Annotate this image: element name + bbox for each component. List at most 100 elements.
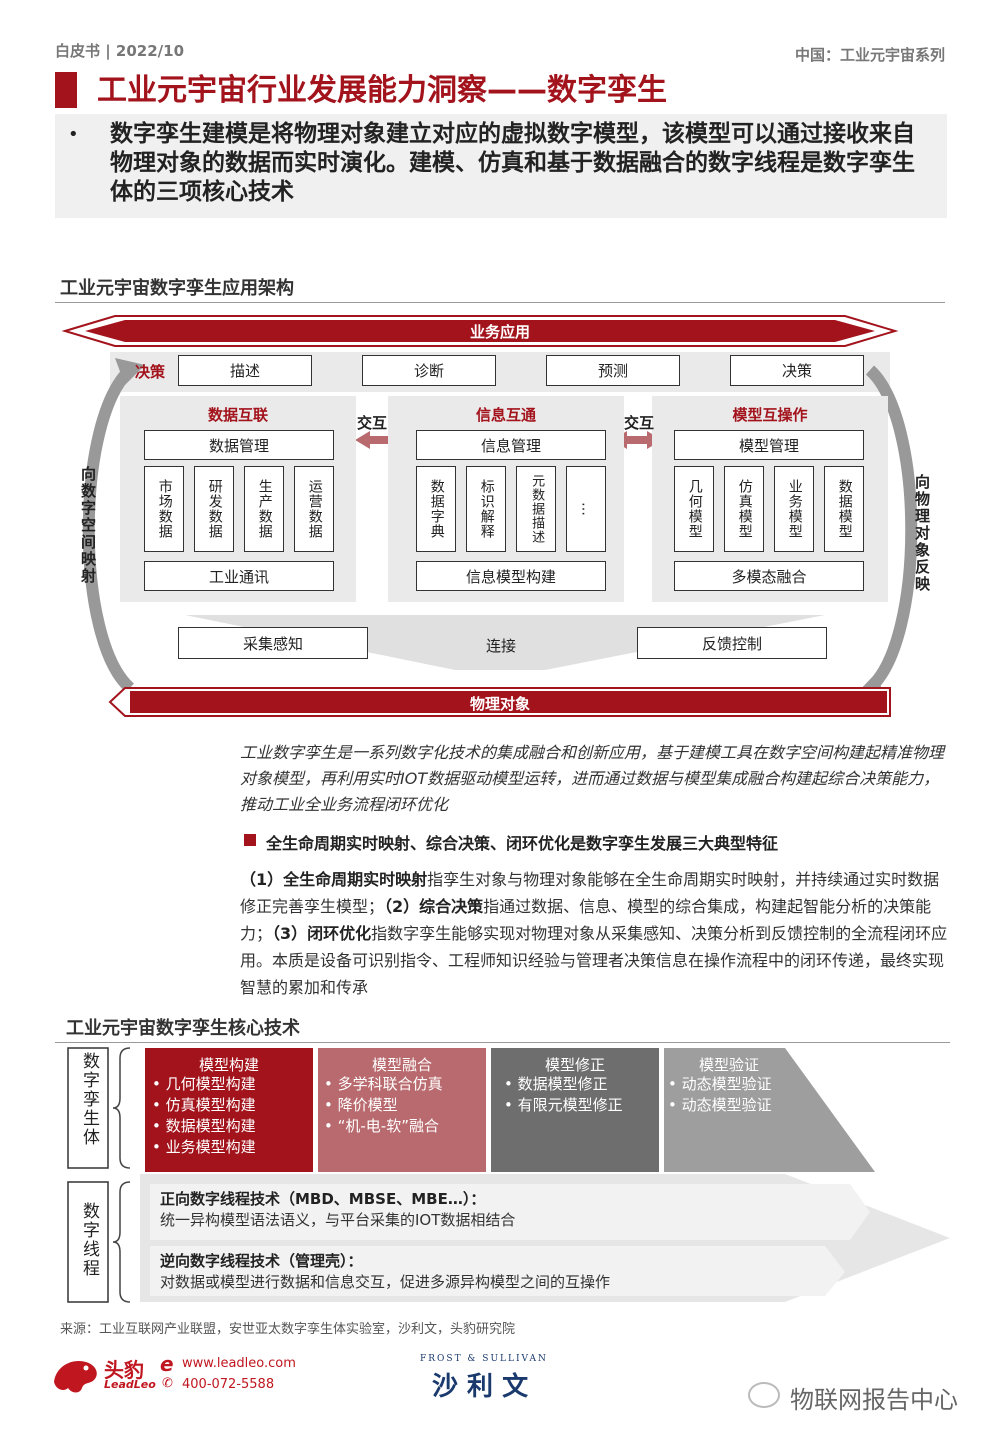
fs-cn: 沙 利 文 bbox=[432, 1372, 529, 1402]
column-list: 多学科联合仿真 降价模型 “机-电-软”融合 bbox=[324, 1074, 443, 1137]
leadleo-leopard-icon bbox=[54, 1360, 97, 1393]
data-management-box: 数据管理 bbox=[144, 430, 334, 460]
feature-marker bbox=[244, 834, 256, 846]
header-right: 中国：工业元宇宙系列 bbox=[794, 46, 945, 64]
column-head: 模型修正 bbox=[544, 1056, 605, 1074]
feature-1-head: （1）全生命周期实时映射 bbox=[240, 870, 428, 889]
twin-label: 数字孪生体 bbox=[79, 1052, 99, 1147]
column-list: 动态模型验证 动态模型验证 bbox=[668, 1074, 772, 1116]
industrial-comm-box: 工业通讯 bbox=[144, 561, 334, 591]
column-item: 业务模型构建 bbox=[152, 1137, 256, 1158]
thread-title: 逆向数字线程技术（管理壳）： bbox=[160, 1252, 363, 1270]
thread-label: 数字线程 bbox=[79, 1202, 99, 1278]
brand-en: LeadLeo bbox=[104, 1378, 156, 1391]
column-item: 仿真模型构建 bbox=[152, 1095, 256, 1116]
panel-item: 市场数据 bbox=[144, 466, 184, 552]
brand-cn: 头豹 bbox=[104, 1358, 144, 1382]
feature-3-head: （3）闭环优化 bbox=[272, 924, 372, 943]
column-item: 多学科联合仿真 bbox=[324, 1074, 443, 1095]
right-side-label: 向物理对象反映 bbox=[913, 474, 931, 593]
top-banner-label: 业务应用 bbox=[469, 323, 530, 341]
thread-text: 统一异构模型语法语义，与平台采集的IOT数据相结合 bbox=[160, 1211, 516, 1229]
info-management-box: 信息管理 bbox=[416, 430, 606, 460]
column-list: 数据模型修正 有限元模型修正 bbox=[504, 1074, 623, 1116]
panel-item: 数据字典 bbox=[416, 466, 456, 552]
exchange-arrow-2 bbox=[612, 431, 662, 449]
thread-text: 对数据或模型进行数据和信息交互，促进多源异构模型之间的互操作 bbox=[160, 1273, 611, 1291]
panel-item: 元数据描述 bbox=[516, 466, 556, 552]
info-model-box: 信息模型构建 bbox=[416, 561, 606, 591]
panel-title: 信息互通 bbox=[475, 406, 536, 424]
decision-item: 描述 bbox=[178, 355, 312, 386]
exchange-label: 交互 bbox=[357, 414, 388, 432]
column-head: 模型验证 bbox=[698, 1056, 759, 1074]
left-arc bbox=[82, 365, 135, 693]
column-head: 模型构建 bbox=[198, 1056, 259, 1074]
arch-section-rule bbox=[55, 302, 945, 303]
source-note: 来源：工业互联网产业联盟，安世亚太数字孪生体实验室，沙利文，头豹研究院 bbox=[60, 1322, 516, 1337]
e-icon: e bbox=[160, 1352, 174, 1376]
core-section-rule bbox=[55, 1042, 950, 1043]
wechat-name: 物联网报告中心 bbox=[790, 1386, 958, 1414]
exchange-label: 交互 bbox=[624, 414, 655, 432]
model-management-box: 模型管理 bbox=[674, 430, 864, 460]
column-item: 降价模型 bbox=[324, 1095, 443, 1116]
feature-2-text: 指通过数据、信息、模型的综合集成，构建起智能分析的决策能力； bbox=[240, 897, 932, 943]
thread-brace bbox=[112, 1181, 131, 1303]
column-item: 有限元模型修正 bbox=[504, 1095, 623, 1116]
decision-item: 诊断 bbox=[362, 355, 496, 386]
bottom-banner-label: 物理对象 bbox=[469, 695, 530, 713]
left-arc-head bbox=[115, 358, 145, 385]
panel-item: 研发数据 bbox=[194, 466, 234, 552]
panel-item: 几何模型 bbox=[674, 466, 714, 552]
feature-2-head: （2）综合决策 bbox=[384, 897, 484, 916]
twin-brace bbox=[112, 1047, 131, 1169]
column-item: 动态模型验证 bbox=[668, 1074, 772, 1095]
left-side-label: 向数字空间映射 bbox=[79, 466, 97, 585]
core-section-title: 工业元宇宙数字孪生核心技术 bbox=[66, 1018, 300, 1039]
bottom-banner-fill bbox=[130, 691, 887, 713]
title-accent-bar bbox=[55, 72, 77, 108]
panel-item: 生产数据 bbox=[244, 466, 284, 552]
arch-section-title: 工业元宇宙数字孪生应用架构 bbox=[60, 278, 294, 299]
features-body: （1）全生命周期实时映射指孪生对象与物理对象能够在全生命周期实时映射，并持续通过… bbox=[240, 866, 952, 1001]
decision-item: 预测 bbox=[546, 355, 680, 386]
feedback-box: 反馈控制 bbox=[637, 627, 827, 659]
top-banner-fill bbox=[85, 320, 875, 342]
panel-item: … bbox=[566, 466, 606, 552]
feature-3-text: 指数字孪生能够实现对物理对象从采集感知、决策分析到反馈控制的全流程闭环应用。本质… bbox=[240, 924, 948, 997]
feature-1-text: 指孪生对象与物理对象能够在全生命周期实时映射，并持续通过实时数据修正完善孪生模型… bbox=[240, 870, 940, 916]
page-title: 工业元宇宙行业发展能力洞察——数字孪生 bbox=[97, 73, 667, 108]
panel-item: 仿真模型 bbox=[724, 466, 764, 552]
right-arc bbox=[865, 365, 918, 693]
panel-item: 数据模型 bbox=[824, 466, 864, 552]
wechat-icon bbox=[748, 1382, 780, 1408]
thread-label-frame bbox=[67, 1181, 109, 1303]
multimodal-box: 多模态融合 bbox=[674, 561, 864, 591]
summary-box bbox=[55, 114, 947, 218]
connect-label: 连接 bbox=[486, 637, 517, 655]
phone-icon: ✆ bbox=[162, 1376, 173, 1391]
decision-label: 决策 bbox=[135, 363, 166, 381]
column-item: 几何模型构建 bbox=[152, 1074, 256, 1095]
column-item: 动态模型验证 bbox=[668, 1095, 772, 1116]
fs-en: FROST & SULLIVAN bbox=[420, 1354, 548, 1364]
panel-item: 业务模型 bbox=[774, 466, 814, 552]
column-item: 数据模型修正 bbox=[504, 1074, 623, 1095]
thread-bar-2 bbox=[150, 1246, 845, 1296]
footer-web[interactable]: www.leadleo.com bbox=[182, 1356, 296, 1371]
decision-item: 决策 bbox=[730, 355, 864, 386]
column-item: 数据模型构建 bbox=[152, 1116, 256, 1137]
panel-title: 数据互联 bbox=[207, 406, 268, 424]
italic-note: 工业数字孪生是一系列数字化技术的集成融合和创新应用，基于建模工具在数字空间构建起… bbox=[240, 743, 945, 814]
twin-label-frame bbox=[67, 1047, 109, 1169]
features-title: 全生命周期实时映射、综合决策、闭环优化是数字孪生发展三大典型特征 bbox=[266, 834, 779, 853]
collect-box: 采集感知 bbox=[178, 627, 368, 659]
panel-item: 运营数据 bbox=[294, 466, 334, 552]
footer-phone: 400-072-5588 bbox=[182, 1377, 275, 1392]
panel-title: 模型互操作 bbox=[732, 406, 808, 424]
panel-item: 标识解释 bbox=[466, 466, 506, 552]
header-left: 白皮书 | 2022/10 bbox=[55, 42, 185, 60]
column-head: 模型融合 bbox=[371, 1056, 432, 1074]
thread-title: 正向数字线程技术（MBD、MBSE、MBE…）： bbox=[160, 1190, 486, 1208]
